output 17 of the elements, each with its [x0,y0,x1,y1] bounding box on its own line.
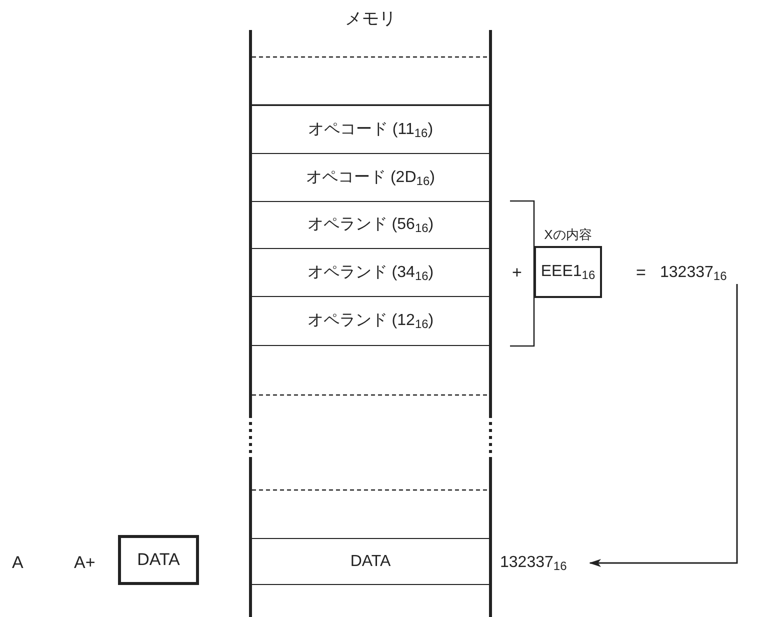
value-text: 132337$_{16}$ [500,552,590,574]
memory-cell: オペコード (2D$_{16}$) [252,153,489,201]
memory-cell: DATA [252,538,489,585]
arrow [589,284,738,567]
address-label: A [12,552,24,574]
memory-cell: オペランド (56$_{16}$) [252,201,489,248]
memory-cell: オペランド (12$_{16}$) [252,296,489,346]
operator-sign: = [636,262,646,284]
value-text: 132337$_{16}$ [660,262,744,284]
memory-cell: オペコード (11$_{16}$) [252,105,489,153]
memory-heading: メモリ [345,8,396,30]
data-box: DATA [118,535,199,585]
operator-sign: + [512,262,522,284]
box-heading: Xの内容 [544,226,592,244]
register-box: EEE1$_{16}$ [534,246,602,298]
address-label: A+ [74,552,96,574]
memory-cell: オペランド (34$_{16}$) [252,248,489,296]
